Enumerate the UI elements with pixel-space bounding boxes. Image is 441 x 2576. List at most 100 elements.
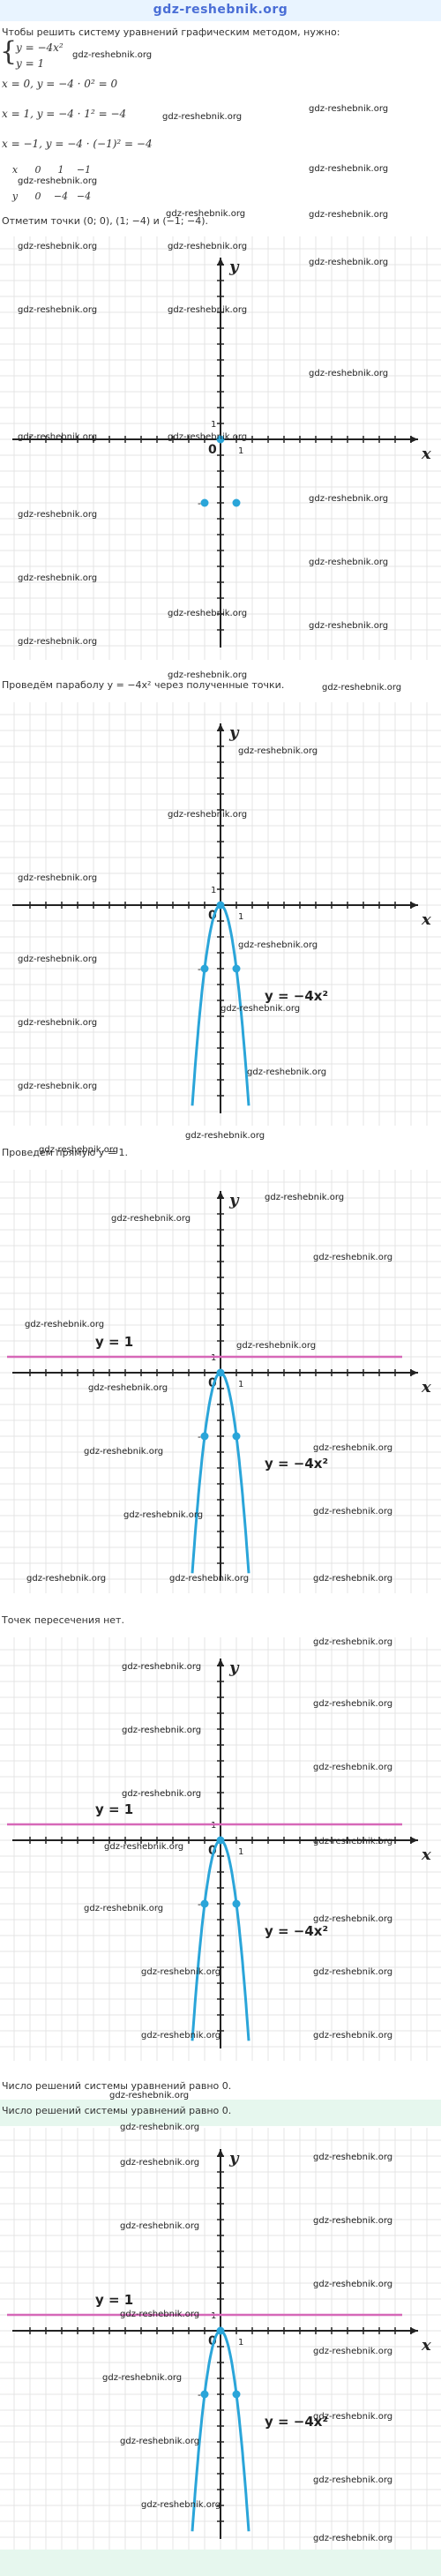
watermark: gdz-reshebnik.org: [166, 209, 246, 219]
y-axis-label: y: [228, 2149, 240, 2168]
y-axis-label: y: [228, 1191, 240, 1209]
data-point: [232, 1899, 241, 1908]
line-label: y = 1: [95, 1334, 133, 1350]
watermark: gdz-reshebnik.org: [313, 1967, 393, 1977]
watermark: gdz-reshebnik.org: [123, 1510, 204, 1520]
x-axis-label: x: [421, 445, 431, 463]
watermark: gdz-reshebnik.org: [309, 494, 389, 504]
watermark: gdz-reshebnik.org: [120, 2221, 200, 2231]
system-equation-2: y = 1: [16, 57, 45, 70]
line-label: y = 1: [95, 1801, 133, 1817]
watermark: gdz-reshebnik.org: [141, 1967, 221, 1977]
x-axis-label: x: [421, 1846, 431, 1864]
watermark: gdz-reshebnik.org: [309, 558, 389, 567]
watermark: gdz-reshebnik.org: [168, 305, 248, 315]
watermark: gdz-reshebnik.org: [18, 305, 98, 315]
watermark: gdz-reshebnik.org: [141, 2031, 221, 2041]
y-tick-label: 1: [211, 1821, 216, 1831]
table-x-value: 1: [57, 164, 64, 176]
watermark: gdz-reshebnik.org: [18, 510, 98, 520]
y-axis-arrow: [217, 723, 224, 731]
watermark: gdz-reshebnik.org: [313, 2153, 393, 2162]
answer-highlight-text: Число решений системы уравнений равно 0.: [2, 2105, 232, 2116]
watermark: gdz-reshebnik.org: [120, 2123, 200, 2132]
origin-label: 0: [208, 2334, 217, 2348]
data-point: [200, 498, 209, 507]
y-tick-label: 1: [211, 886, 216, 895]
watermark: gdz-reshebnik.org: [247, 1067, 327, 1077]
watermark: gdz-reshebnik.org: [236, 1341, 317, 1351]
watermark: gdz-reshebnik.org: [313, 1837, 393, 1846]
watermark: gdz-reshebnik.org: [313, 2031, 393, 2041]
calc-line-3: x = −1, y = −4 · (−1)² = −4: [2, 138, 153, 150]
data-point: [232, 1432, 241, 1441]
x-axis-arrow: [410, 1369, 418, 1376]
y-axis-label: y: [228, 258, 240, 276]
y-tick-label: 1: [211, 1353, 216, 1363]
watermark: gdz-reshebnik.org: [26, 1574, 107, 1584]
watermark: gdz-reshebnik.org: [18, 242, 98, 251]
watermark: gdz-reshebnik.org: [122, 1789, 202, 1799]
line-label: y = 1: [95, 2292, 133, 2308]
watermark: gdz-reshebnik.org: [120, 2310, 200, 2319]
watermark: gdz-reshebnik.org: [18, 573, 98, 583]
watermark: gdz-reshebnik.org: [18, 637, 98, 647]
data-point: [232, 2390, 241, 2399]
y-axis-arrow: [217, 1659, 224, 1666]
watermark: gdz-reshebnik.org: [309, 369, 389, 378]
watermark: gdz-reshebnik.org: [309, 164, 389, 174]
watermark: gdz-reshebnik.org: [111, 1214, 191, 1224]
origin-label: 0: [208, 1844, 217, 1858]
x-axis-arrow: [410, 436, 418, 443]
table-y-value: 0: [34, 191, 41, 202]
table-y-value: −4: [53, 191, 69, 202]
watermark: gdz-reshebnik.org: [18, 432, 98, 442]
watermark: gdz-reshebnik.org: [72, 50, 153, 60]
watermark: gdz-reshebnik.org: [185, 1131, 265, 1141]
watermark: gdz-reshebnik.org: [313, 1914, 393, 1924]
y-tick-label: 1: [211, 2311, 216, 2321]
bottom-highlight: [0, 2550, 441, 2576]
x-tick-label: 1: [238, 2338, 243, 2348]
watermark: gdz-reshebnik.org: [120, 2158, 200, 2168]
x-tick-label: 1: [238, 446, 243, 456]
data-point: [200, 964, 209, 973]
watermark: gdz-reshebnik.org: [313, 1699, 393, 1709]
y-axis-label: y: [228, 1659, 240, 1677]
watermark: gdz-reshebnik.org: [309, 210, 389, 220]
watermark: gdz-reshebnik.org: [313, 1507, 393, 1516]
step-draw-line: Проведем прямую y = 1.: [2, 1147, 128, 1158]
x-tick-label: 1: [238, 1847, 243, 1857]
data-point: [216, 435, 225, 444]
data-point: [216, 2326, 225, 2335]
y-axis-arrow: [217, 1191, 224, 1199]
watermark: gdz-reshebnik.org: [84, 1447, 164, 1456]
step-no-intersection: Точек пересечения нет.: [2, 1614, 124, 1626]
y-tick-label: 1: [211, 420, 216, 430]
table-y-label: y: [11, 191, 19, 202]
watermark: gdz-reshebnik.org: [220, 1004, 301, 1014]
watermark: gdz-reshebnik.org: [313, 2216, 393, 2226]
y-axis-arrow: [217, 258, 224, 266]
site-logo[interactable]: gdz-reshebnik.org: [153, 3, 288, 17]
x-tick-label: 1: [238, 912, 243, 922]
origin-label: 0: [208, 909, 217, 923]
watermark: gdz-reshebnik.org: [168, 810, 248, 820]
watermark: gdz-reshebnik.org: [309, 104, 389, 114]
watermark: gdz-reshebnik.org: [18, 176, 98, 186]
watermark: gdz-reshebnik.org: [313, 1574, 393, 1584]
watermark: gdz-reshebnik.org: [313, 1253, 393, 1262]
answer-text: Число решений системы уравнений равно 0.: [2, 2080, 232, 2092]
watermark: gdz-reshebnik.org: [39, 1145, 119, 1155]
watermark: gdz-reshebnik.org: [120, 2437, 200, 2446]
watermark: gdz-reshebnik.org: [313, 1763, 393, 1772]
watermark: gdz-reshebnik.org: [322, 683, 402, 693]
system-brace: {: [0, 36, 18, 67]
watermark: gdz-reshebnik.org: [265, 1193, 345, 1202]
